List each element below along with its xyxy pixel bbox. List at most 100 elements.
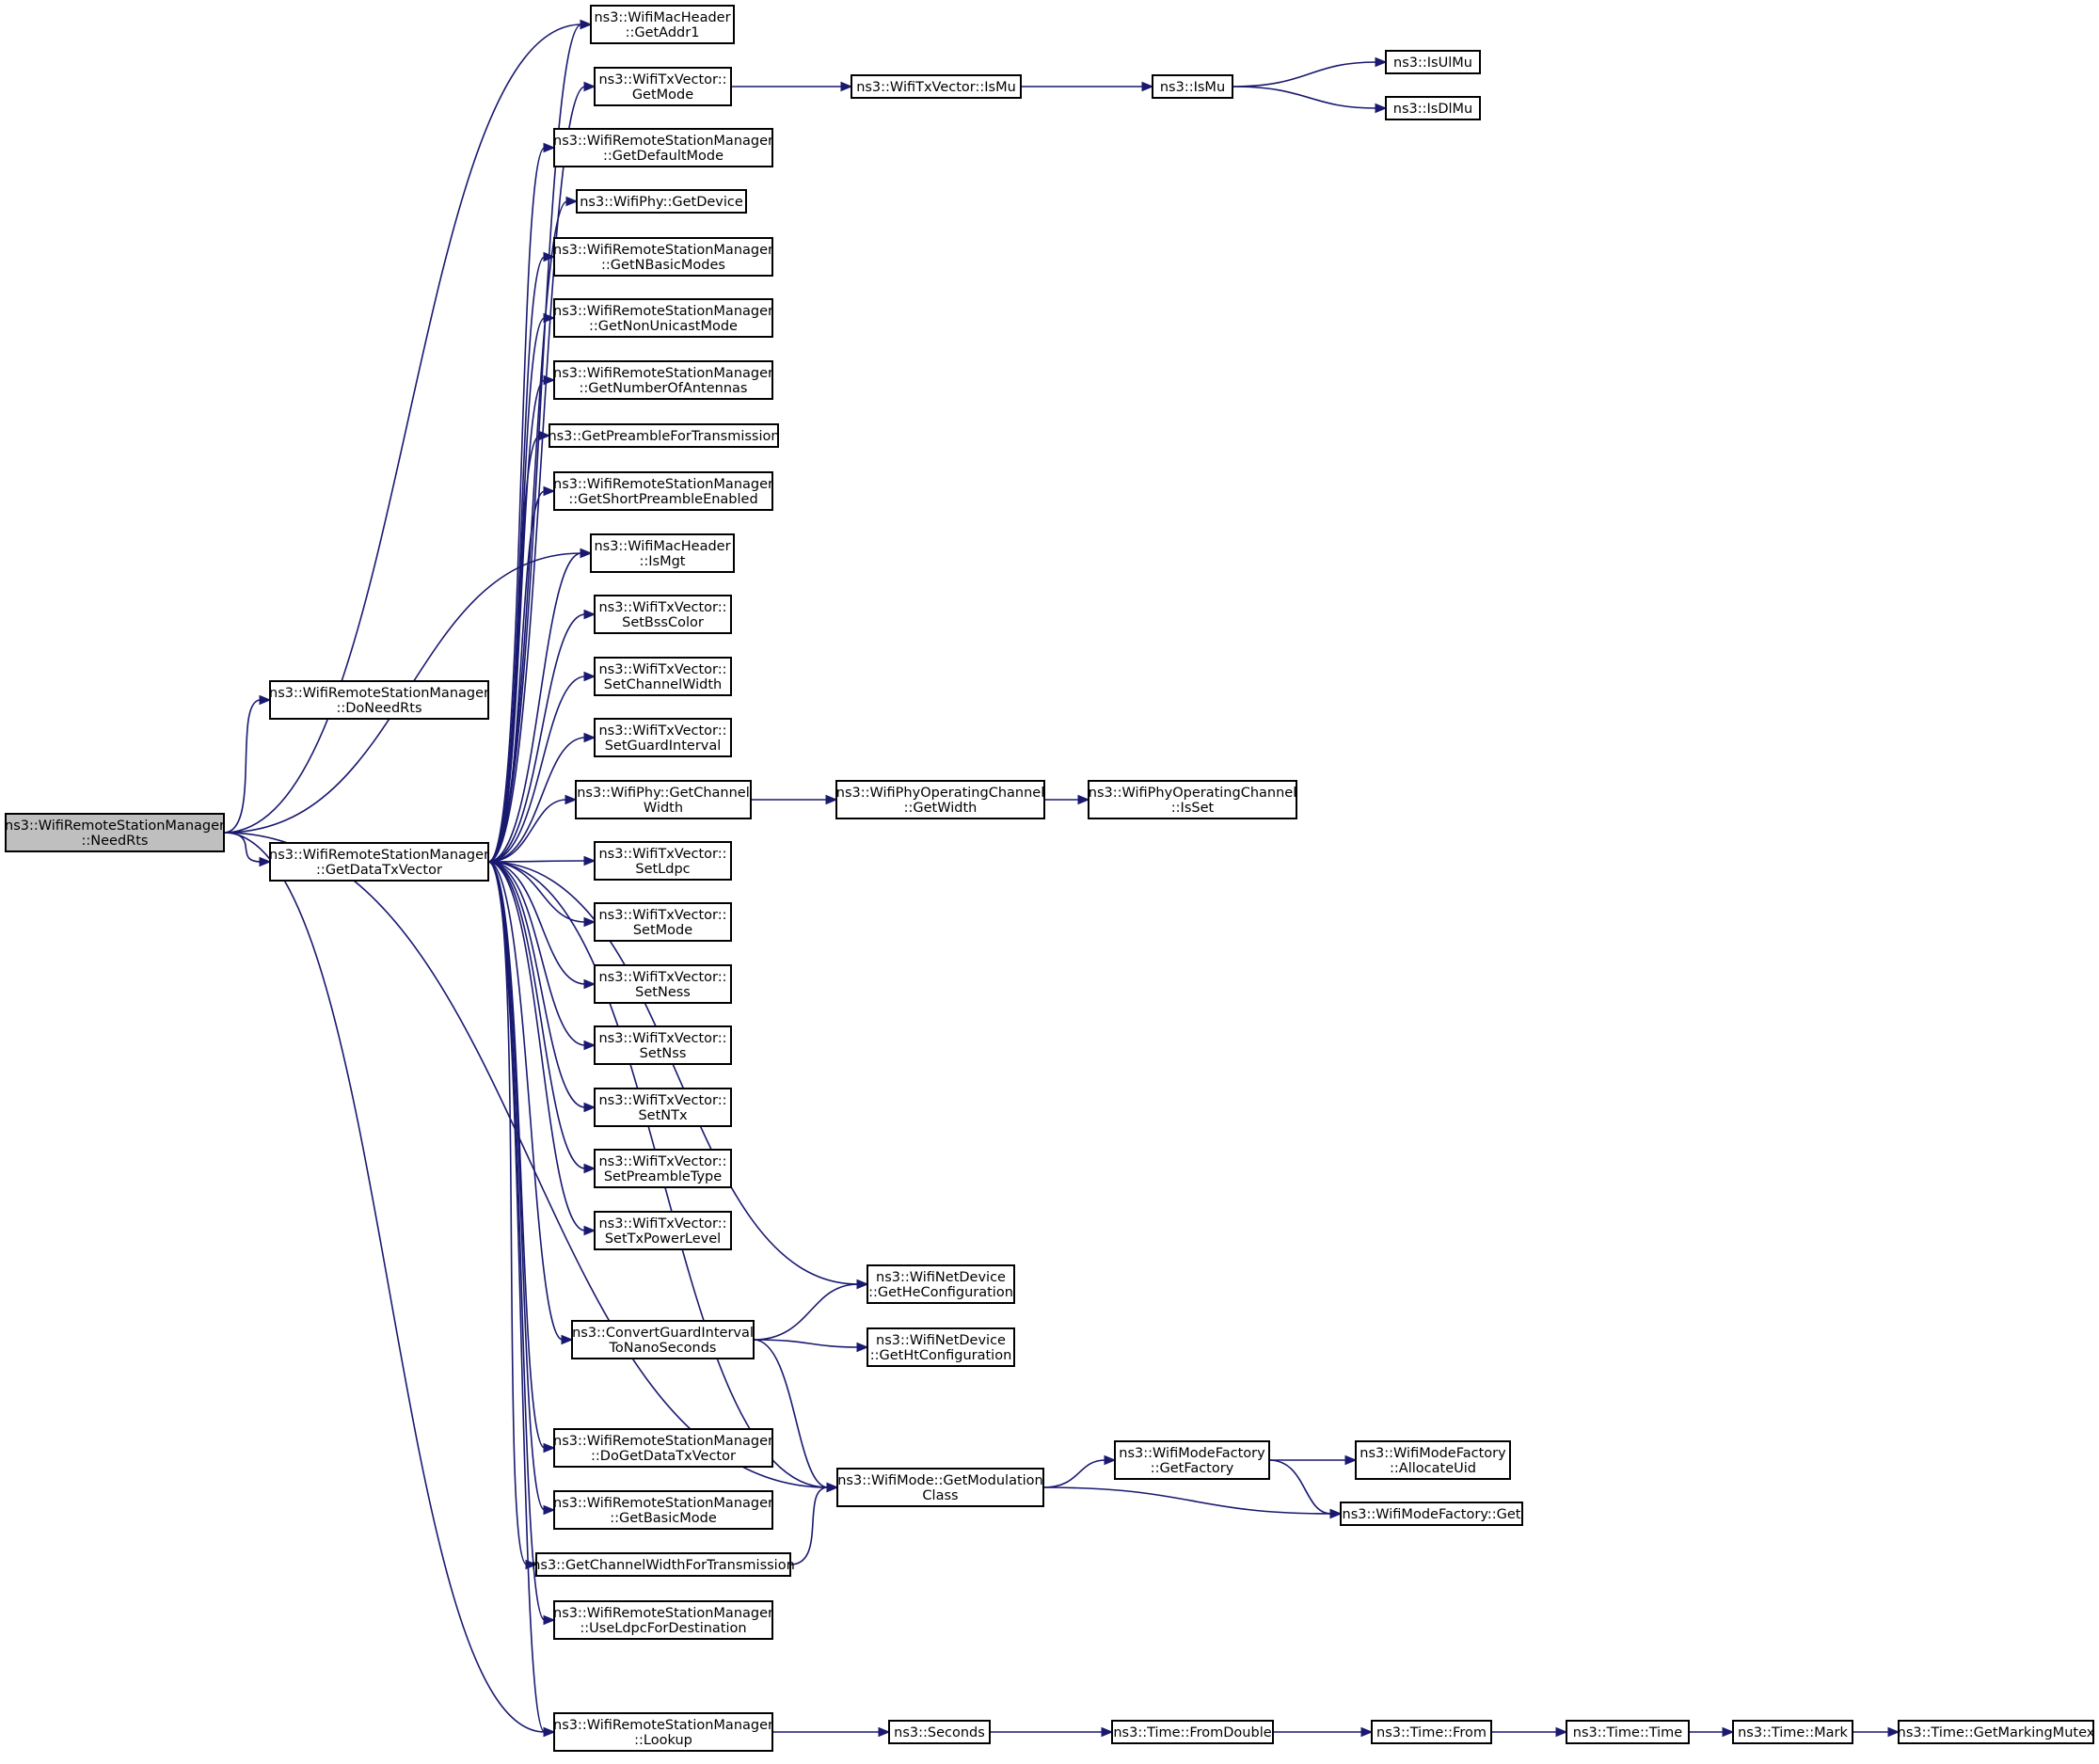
node-seconds[interactable]: ns3::Seconds [888,1720,991,1744]
node-time-mark[interactable]: ns3::Time::Mark [1732,1720,1853,1744]
node-get-nbasic-modes[interactable]: ns3::WifiRemoteStationManager::GetNBasic… [553,237,773,277]
node-label-line: ::GetShortPreambleEnabled [568,492,757,507]
arrowhead [565,794,578,805]
node-get-he-config[interactable]: ns3::WifiNetDevice::GetHeConfiguration [867,1264,1015,1304]
edge-line [753,1339,829,1488]
arrowhead [583,732,596,743]
node-get-data-tx-vector[interactable]: ns3::WifiRemoteStationManager::GetDataTx… [269,842,489,882]
node-label-line: ns3::WifiRemoteStationManager [553,366,773,381]
edge-get-data-tx-vector-to-set-guard-interval [487,732,596,863]
node-set-bss-color[interactable]: ns3::WifiTxVector::SetBssColor [594,595,732,634]
node-label-line: ns3::WifiPhyOperatingChannel [1089,786,1296,801]
node-label-line: ns3::WifiRemoteStationManager [553,1606,773,1621]
node-box [867,1264,1015,1304]
node-label-line: ns3::IsMu [1160,80,1225,95]
node-label-line: ns3::WifiTxVector:: [598,847,726,862]
arrowhead [1887,1726,1900,1738]
node-is-mgt[interactable]: ns3::WifiMacHeader::IsMgt [590,533,735,573]
node-use-ldpc[interactable]: ns3::WifiRemoteStationManager::UseLdpcFo… [553,1600,773,1640]
node-is-ul-mu[interactable]: ns3::IsUlMu [1385,50,1481,74]
edge-from-double-to-time-from [1272,1726,1374,1738]
edge-get-data-tx-vector-to-set-ldpc [487,855,596,866]
node-set-mode[interactable]: ns3::WifiTxVector::SetMode [594,902,732,942]
node-get-non-unicast-mode[interactable]: ns3::WifiRemoteStationManager::GetNonUni… [553,298,773,338]
node-get-channel-width-tx[interactable]: ns3::GetChannelWidthForTransmission [532,1552,795,1577]
edge-get-channel-width-tx-to-get-modulation-class [789,1482,839,1565]
node-set-preamble-type[interactable]: ns3::WifiTxVector::SetPreambleType [594,1149,732,1188]
node-do-get-data-tx-vector[interactable]: ns3::WifiRemoteStationManager::DoGetData… [553,1428,773,1468]
node-get-preamble[interactable]: ns3::GetPreambleForTransmission [548,423,780,448]
edge-line [487,861,546,1621]
node-get-ht-config[interactable]: ns3::WifiNetDevice::GetHtConfiguration [867,1327,1015,1367]
edge-is-mu-to-is-ul-mu [1232,56,1388,87]
node-get-device[interactable]: ns3::WifiPhy::GetDevice [576,189,747,214]
node-label-line: GetMode [632,87,693,103]
node-box [590,533,735,573]
node-set-nss[interactable]: ns3::WifiTxVector::SetNss [594,1025,732,1065]
node-label-line: SetTxPowerLevel [605,1232,721,1247]
node-factory-get[interactable]: ns3::WifiModeFactory::Get [1340,1502,1523,1526]
node-label-line: ::Lookup [634,1733,692,1748]
node-label-line: ::GetNonUnicastMode [589,319,738,334]
arrowhead [856,1342,869,1353]
node-need-rts[interactable]: ns3::WifiRemoteStationManager::NeedRts [5,813,225,852]
node-get-addr1[interactable]: ns3::WifiMacHeader::GetAddr1 [590,5,735,44]
node-get-channel-width[interactable]: ns3::WifiPhy::GetChannelWidth [575,780,752,819]
node-get-basic-mode[interactable]: ns3::WifiRemoteStationManager::GetBasicM… [553,1490,773,1530]
node-label-line: ::DoGetDataTxVector [591,1449,736,1464]
node-set-tx-power-level[interactable]: ns3::WifiTxVector::SetTxPowerLevel [594,1211,732,1250]
node-time-time[interactable]: ns3::Time::Time [1566,1720,1690,1744]
node-label-line: ::UseLdpcForDestination [580,1621,746,1636]
edge-line [1042,1459,1106,1488]
node-label-line: Class [922,1488,958,1503]
node-do-need-rts[interactable]: ns3::WifiRemoteStationManager::DoNeedRts [269,680,489,720]
node-tx-is-mu[interactable]: ns3::WifiTxVector::IsMu [851,74,1022,99]
node-is-dl-mu[interactable]: ns3::IsDlMu [1385,96,1481,120]
node-label-line: ns3::WifiRemoteStationManager [269,848,489,863]
node-label-line: ns3::WifiTxVector:: [598,1216,726,1232]
edge-line [487,860,586,863]
node-get-factory[interactable]: ns3::WifiModeFactory::GetFactory [1114,1440,1270,1480]
node-label-line: ::IsSet [1171,801,1215,816]
node-get-default-mode[interactable]: ns3::WifiRemoteStationManager::GetDefaul… [553,128,773,167]
node-box [590,5,735,44]
edge-get-factory-to-factory-get [1268,1459,1343,1519]
node-box [1385,96,1481,120]
node-set-guard-interval[interactable]: ns3::WifiTxVector::SetGuardInterval [594,718,732,757]
node-label-line: ns3::WifiTxVector:: [598,1031,726,1046]
node-time-from[interactable]: ns3::Time::From [1371,1720,1492,1744]
node-set-ldpc[interactable]: ns3::WifiTxVector::SetLdpc [594,841,732,881]
node-allocate-uid[interactable]: ns3::WifiModeFactory::AllocateUid [1355,1440,1511,1480]
node-is-mu[interactable]: ns3::IsMu [1152,74,1233,99]
node-op-get-width[interactable]: ns3::WifiPhyOperatingChannel::GetWidth [835,780,1045,819]
node-from-double[interactable]: ns3::Time::FromDouble [1111,1720,1274,1744]
arrowhead [1077,794,1090,805]
node-get-mode[interactable]: ns3::WifiTxVector::GetMode [594,67,732,106]
edge-convert-gi-to-get-ht-config [753,1339,869,1353]
node-get-short-preamble[interactable]: ns3::WifiRemoteStationManager::GetShortP… [553,471,773,511]
arrowhead [580,548,593,559]
edge-lookup-to-seconds [771,1726,891,1738]
node-set-ness[interactable]: ns3::WifiTxVector::SetNess [594,964,732,1004]
edge-line [753,1339,859,1348]
node-get-number-of-antennas[interactable]: ns3::WifiRemoteStationManager::GetNumber… [553,360,773,400]
node-box [851,74,1022,99]
node-label-line: ns3::IsUlMu [1393,56,1472,71]
node-get-marking-mutex[interactable]: ns3::Time::GetMarkingMutex [1898,1720,2095,1744]
node-label-line: SetNTx [638,1108,688,1123]
node-box [1566,1720,1690,1744]
node-label-line: ns3::WifiRemoteStationManager [553,477,773,492]
node-op-is-set[interactable]: ns3::WifiPhyOperatingChannel::IsSet [1088,780,1297,819]
node-label-line: ns3::WifiRemoteStationManager [5,818,225,834]
node-label-line: SetPreambleType [604,1169,722,1184]
arrowhead [826,1482,839,1493]
node-set-channel-width[interactable]: ns3::WifiTxVector::SetChannelWidth [594,657,732,696]
node-set-ntx[interactable]: ns3::WifiTxVector::SetNTx [594,1088,732,1127]
arrowhead [259,694,272,706]
edge-line [487,861,859,1285]
node-lookup[interactable]: ns3::WifiRemoteStationManager::Lookup [553,1712,773,1752]
node-box [594,841,732,881]
edge-need-rts-to-do-need-rts [223,694,272,834]
